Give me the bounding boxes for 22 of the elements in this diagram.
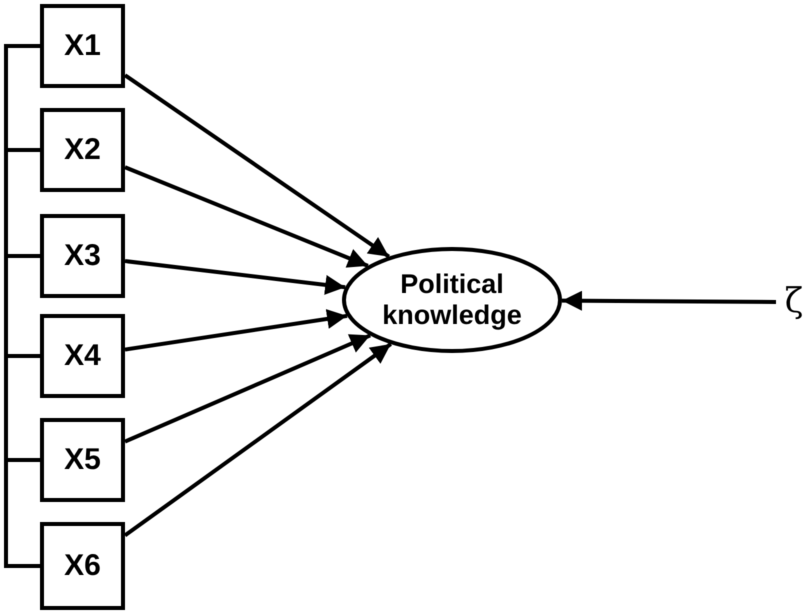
arrow: [124, 165, 369, 268]
indicator-box: [40, 4, 125, 88]
node-label: X6: [64, 548, 101, 584]
node-label: X1: [64, 28, 101, 64]
node-label: X4: [64, 338, 101, 374]
indicator-box: [40, 214, 125, 298]
arrow: [124, 342, 392, 538]
node-label: X3: [64, 238, 101, 274]
arrow: [124, 334, 371, 444]
indicator-box: [40, 522, 125, 610]
latent-variable-ellipse: [342, 247, 562, 353]
indicator-box: [40, 418, 125, 502]
node-label: X5: [64, 442, 101, 478]
node-label: Political knowledge: [381, 268, 523, 332]
arrow: [124, 309, 348, 352]
indicator-box: [40, 108, 125, 192]
arrow: [562, 290, 776, 311]
node-label: X2: [64, 132, 101, 168]
indicator-box: [40, 314, 125, 398]
arrow: [124, 74, 390, 258]
arrow: [124, 259, 346, 295]
error-symbol: ζ: [784, 282, 804, 322]
